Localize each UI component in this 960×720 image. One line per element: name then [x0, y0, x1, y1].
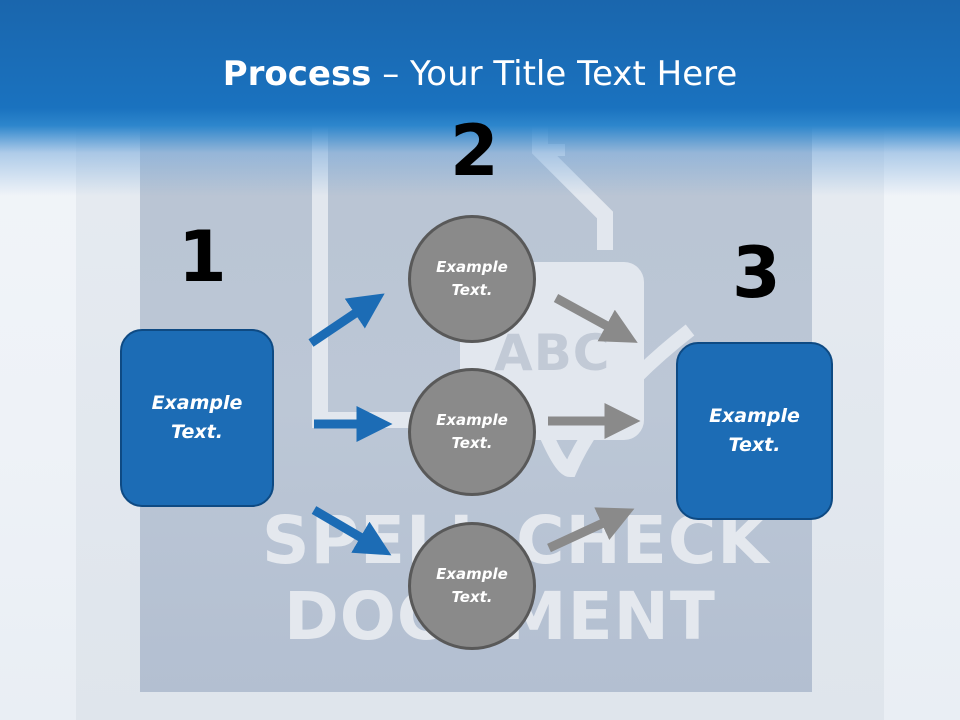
arrow-blue-down: [311, 506, 392, 556]
process-circle-top[interactable]: Example Text.: [408, 215, 536, 343]
process-circle-bottom[interactable]: Example Text.: [408, 522, 536, 650]
title-rest: – Your Title Text Here: [371, 54, 738, 94]
header-band: [0, 0, 960, 196]
step-box-1-label: Example Text.: [151, 392, 243, 443]
title-strong: Process: [222, 54, 372, 94]
step-box-1[interactable]: Example Text.: [120, 329, 274, 507]
arrow-gray-down: [553, 294, 638, 343]
process-circle-top-label: Example Text.: [436, 258, 508, 299]
step-number-2: 2: [450, 110, 499, 192]
step-box-3-label: Example Text.: [709, 405, 800, 456]
badge-text: ABC: [494, 324, 611, 382]
slide-title: Process – Your Title Text Here: [0, 52, 960, 96]
process-circle-bottom-label: Example Text.: [436, 565, 508, 606]
step-number-1: 1: [178, 216, 227, 298]
process-circle-middle-label: Example Text.: [436, 411, 508, 452]
arrow-gray-up: [547, 507, 635, 553]
step-number-3: 3: [732, 232, 781, 314]
step-box-3[interactable]: Example Text.: [676, 342, 833, 520]
process-circle-middle[interactable]: Example Text.: [408, 368, 536, 496]
arrow-blue-up: [308, 293, 385, 347]
